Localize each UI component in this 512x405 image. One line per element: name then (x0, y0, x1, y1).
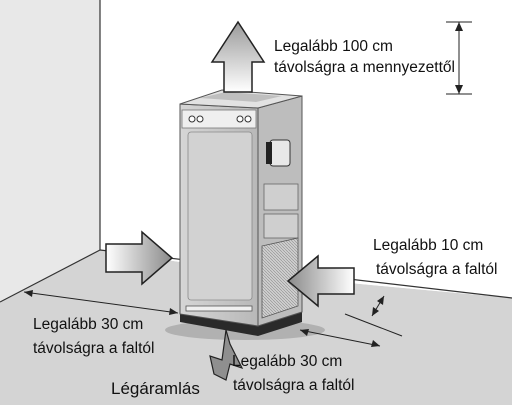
control-strip (181, 109, 257, 129)
arrow-head (455, 22, 463, 31)
indicator-lamp (244, 115, 252, 123)
left-wall (0, 0, 100, 302)
arrow-head (377, 296, 384, 305)
left-wall-clearance-label-line1: Legalább 30 cm (33, 316, 144, 333)
left-dimension-line (23, 291, 179, 314)
ceiling-clearance-label-line2: távolságra a mennyezettől (274, 59, 455, 76)
left-wall-clearance-label-line2: távolságra a faltól (33, 340, 155, 357)
arrow-head (455, 85, 463, 94)
up-outlet-arrow (210, 20, 266, 93)
right-wall-clearance-label-line1: Legalább 10 cm (373, 237, 484, 254)
airflow-arrows (105, 20, 355, 381)
side-handle (269, 139, 291, 167)
floor-edge-left (0, 249, 101, 303)
arrow-head (372, 307, 379, 316)
front-wall-clearance-label-line1: Legalább 30 cm (232, 353, 343, 370)
side-intake-grille (261, 237, 299, 319)
bottom-airflow-arrow (209, 329, 244, 381)
side-handle-dark (266, 142, 272, 164)
side-panel-divider (263, 183, 299, 211)
front-bottom-slot (185, 305, 253, 312)
indicator-lamp (188, 115, 196, 123)
right-intake-arrow (286, 254, 355, 308)
front-wall-clearance-label-line2: távolságra a faltól (233, 377, 355, 394)
indicator-lamp (196, 115, 204, 123)
front-dimension-line (299, 329, 381, 347)
air-purifier (179, 89, 303, 336)
arrow-head (24, 290, 33, 297)
ceiling-clearance-label-line1: Legalább 100 cm (274, 38, 393, 55)
front-inner-panel (187, 131, 253, 301)
arrow-head (169, 308, 178, 315)
airflow-label: Légáramlás (111, 379, 200, 398)
front-extension-line (344, 313, 403, 337)
indicator-lamp (236, 115, 244, 123)
arrow-head (371, 340, 380, 347)
right-wall-clearance-label-line2: távolságra a faltól (376, 261, 498, 278)
left-intake-arrow (105, 230, 174, 286)
arrow-head (300, 329, 309, 336)
dimension-lines (23, 21, 472, 347)
side-panel-divider (263, 213, 299, 239)
top-outlet-grille (200, 92, 282, 102)
